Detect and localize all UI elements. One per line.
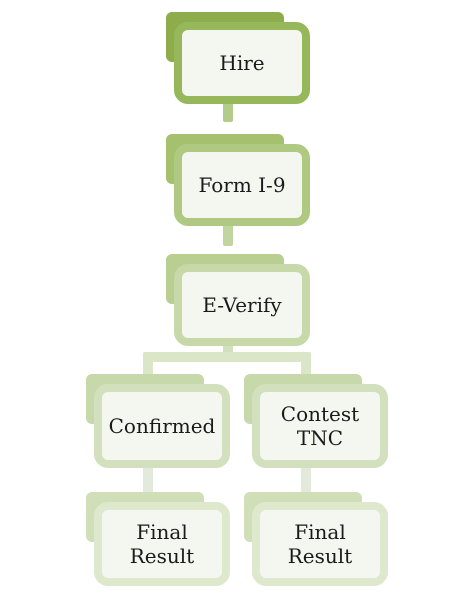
node-hire-label: Hire <box>219 51 265 75</box>
node-confirmed-label: Confirmed <box>108 414 216 438</box>
node-everify-frame: E-Verify <box>174 264 310 346</box>
connector-confirmed-final <box>143 466 153 494</box>
node-form-i9-label: Form I-9 <box>198 173 286 197</box>
node-final-result-right-frame: Final Result <box>252 502 388 586</box>
connector-contest-final <box>301 466 311 494</box>
node-hire-frame: Hire <box>174 22 310 104</box>
node-final-result-left: Final Result <box>86 492 230 586</box>
node-hire: Hire <box>166 12 310 104</box>
connector-branch-left <box>143 352 153 376</box>
node-form-i9-frame: Form I-9 <box>174 144 310 226</box>
node-final-result-left-label: Final Result <box>129 520 195 568</box>
connector-everify-stem <box>223 344 233 358</box>
node-form-i9: Form I-9 <box>166 134 310 226</box>
node-everify: E-Verify <box>166 254 310 346</box>
node-final-result-right: Final Result <box>244 492 388 586</box>
connector-branch-bar <box>143 352 311 362</box>
node-contest-tnc: Contest TNC <box>244 374 388 468</box>
node-confirmed: Confirmed <box>86 374 230 468</box>
node-contest-tnc-frame: Contest TNC <box>252 384 388 468</box>
connector-form-everify <box>223 224 233 246</box>
connector-hire-form <box>223 100 233 122</box>
node-final-result-right-label: Final Result <box>287 520 353 568</box>
node-contest-tnc-label: Contest TNC <box>280 402 360 450</box>
node-everify-label: E-Verify <box>202 293 282 317</box>
node-final-result-left-frame: Final Result <box>94 502 230 586</box>
node-confirmed-frame: Confirmed <box>94 384 230 468</box>
connector-branch-right <box>301 352 311 376</box>
